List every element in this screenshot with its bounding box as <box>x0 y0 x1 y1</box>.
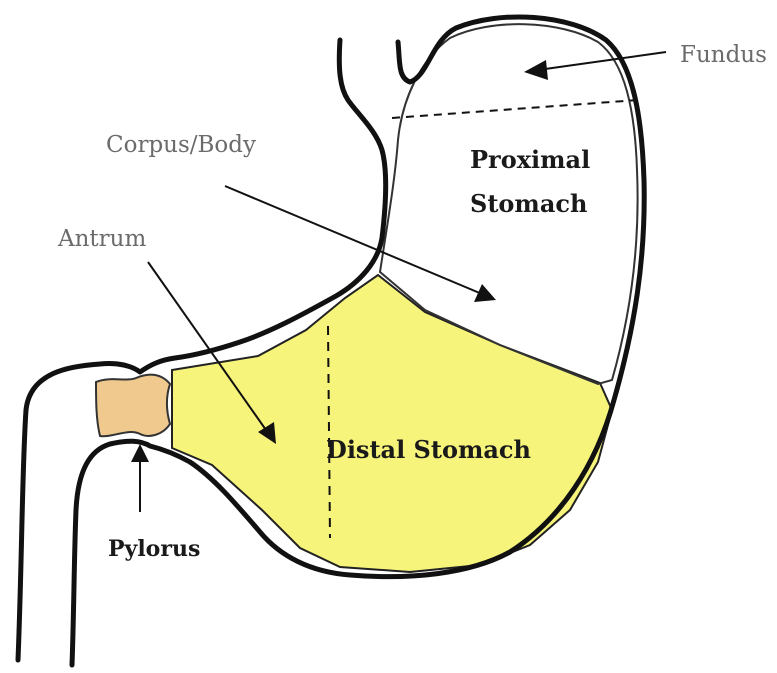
label-pylorus: Pylorus <box>108 536 200 562</box>
distal-stomach-region <box>172 275 612 572</box>
pylorus-sphincter <box>96 375 170 437</box>
label-antrum: Antrum <box>57 226 146 252</box>
fundus-arrow-shaft <box>538 52 666 70</box>
label-fundus: Fundus <box>680 42 767 68</box>
label-proximal-line2: Stomach <box>470 189 587 218</box>
fundus-dashed-line <box>392 100 638 118</box>
fundus-arrowhead <box>524 60 548 80</box>
label-distal-stomach: Distal Stomach <box>326 435 531 464</box>
corpus-arrow-shaft <box>225 186 482 294</box>
label-proximal-line1: Proximal <box>470 145 590 174</box>
label-corpus-body: Corpus/Body <box>106 132 256 158</box>
